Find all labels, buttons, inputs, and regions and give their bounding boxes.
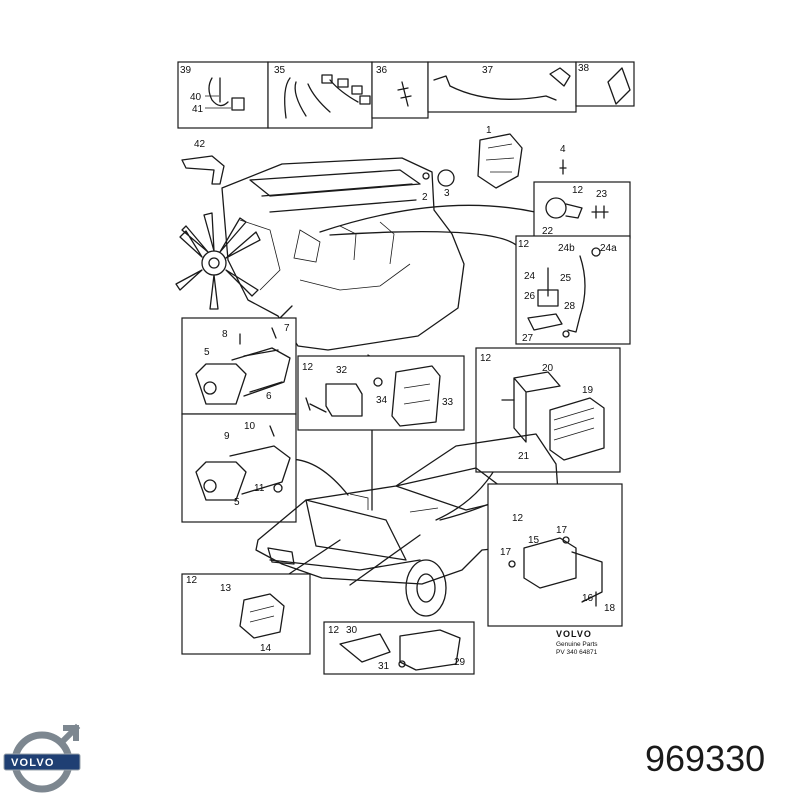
callout-33: 33 (442, 397, 454, 408)
callout-12e: 12 (512, 513, 524, 524)
callout-39: 39 (180, 65, 192, 76)
callout-36: 36 (376, 65, 388, 76)
callout-13: 13 (220, 583, 232, 594)
callout-42: 42 (194, 139, 206, 150)
callout-18: 18 (604, 603, 616, 614)
panel-starter-lower (181, 413, 297, 523)
callout-9: 9 (224, 431, 230, 442)
callout-40: 40 (190, 92, 202, 103)
callout-12b: 12 (518, 239, 530, 250)
callout-17b: 17 (500, 547, 512, 558)
engine-illustration (175, 133, 567, 351)
callout-14: 14 (260, 643, 272, 654)
panel-module-right (487, 483, 623, 627)
callout-5a: 5 (204, 347, 210, 358)
callout-21: 21 (518, 451, 530, 462)
stamp-line1: Genuine Parts (556, 641, 598, 648)
logo-brand: VOLVO (11, 757, 55, 769)
callout-5b: 5 (234, 497, 240, 508)
panel-trigger (515, 235, 631, 345)
callout-7: 7 (284, 323, 290, 334)
stamp-brand: VOLVO (556, 629, 592, 639)
callout-29: 29 (454, 657, 466, 668)
panel-module-left (181, 573, 311, 655)
callout-16: 16 (582, 593, 594, 604)
callout-41: 41 (192, 104, 204, 115)
callout-12a: 12 (572, 185, 584, 196)
callout-12g: 12 (328, 625, 340, 636)
callout-24a: 24a (600, 243, 617, 254)
callout-3: 3 (444, 188, 450, 199)
callout-37: 37 (482, 65, 494, 76)
stamp-line2: PV 340 64871 (556, 649, 598, 656)
callout-24: 24 (524, 271, 536, 282)
callout-35: 35 (274, 65, 286, 76)
callout-8: 8 (222, 329, 228, 340)
callout-17a: 17 (556, 525, 568, 536)
panel-module-bottom (323, 621, 475, 675)
part-number: 969330 (645, 738, 766, 779)
panel-hall-sensor (533, 181, 631, 239)
callout-15: 15 (528, 535, 540, 546)
callout-6: 6 (266, 391, 272, 402)
callout-19: 19 (582, 385, 594, 396)
panel-coil (297, 355, 465, 431)
callout-20: 20 (542, 363, 554, 374)
callout-27: 27 (522, 333, 534, 344)
callout-26: 26 (524, 291, 536, 302)
callout-25: 25 (560, 273, 572, 284)
callout-38: 38 (578, 63, 590, 74)
panel-top-row (177, 61, 635, 129)
callout-11: 11 (254, 483, 265, 494)
callout-12d: 12 (480, 353, 492, 364)
callout-2: 2 (422, 192, 428, 203)
callout-32: 32 (336, 365, 348, 376)
genuine-parts-stamp: VOLVO Genuine Parts PV 340 64871 (556, 629, 598, 656)
callout-34: 34 (376, 395, 388, 406)
callout-1: 1 (486, 125, 492, 136)
callout-10: 10 (244, 421, 256, 432)
callout-23: 23 (596, 189, 608, 200)
callout-4: 4 (560, 144, 566, 155)
callout-12f: 12 (186, 575, 198, 586)
callout-12c: 12 (302, 362, 314, 373)
callout-30: 30 (346, 625, 358, 636)
callout-24b: 24b (558, 243, 575, 254)
volvo-logo: VOLVO (3, 723, 81, 793)
callout-labels: 39 40 41 35 36 37 38 42 1 2 3 4 12 23 22… (180, 63, 617, 672)
callout-28: 28 (564, 301, 576, 312)
callout-22: 22 (542, 226, 554, 237)
panel-starter-upper (181, 317, 297, 415)
callout-31: 31 (378, 661, 390, 672)
